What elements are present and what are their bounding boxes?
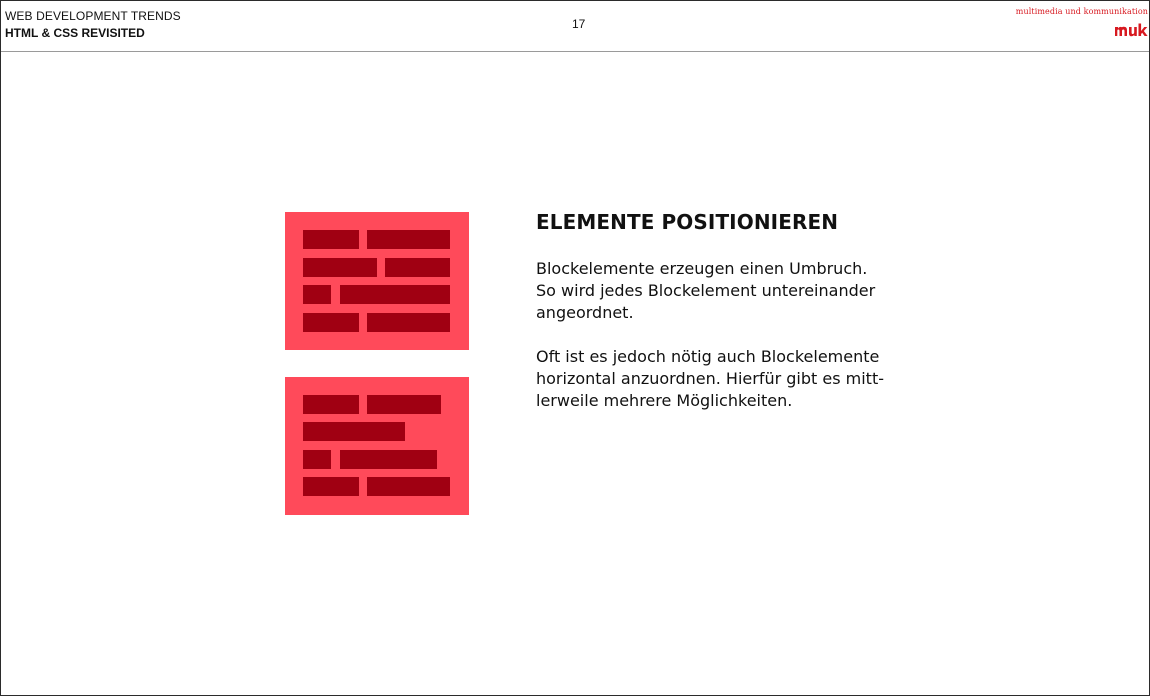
paragraph-line: So wird jedes Blockelement untereinander xyxy=(536,281,876,300)
block-bar xyxy=(367,313,450,332)
block-bar xyxy=(303,258,377,277)
block-bar xyxy=(303,422,405,441)
slide-heading: ELEMENTE POSITIONIEREN xyxy=(536,210,839,234)
block-bar xyxy=(303,285,331,304)
slide-header: WEB DEVELOPMENT TRENDS HTML & CSS REVISI… xyxy=(1,1,1149,52)
block-bar xyxy=(303,395,359,414)
intro-paragraph: Blockelemente erzeugen einen Umbruch. So… xyxy=(536,258,896,324)
paragraph-line: Blockelemente erzeugen einen Umbruch. xyxy=(536,259,868,278)
page-number: 17 xyxy=(572,17,586,31)
muk-logo-icon xyxy=(1114,22,1148,38)
paragraph-line: Oft ist es jedoch nötig auch Blockelemen… xyxy=(536,347,880,366)
horizontal-block-elements-icon xyxy=(285,377,469,515)
block-bar xyxy=(367,230,450,249)
stacked-block-elements-icon xyxy=(285,212,469,350)
content-area: ELEMENTE POSITIONIEREN Blockelemente erz… xyxy=(536,210,896,412)
paragraph-line: angeordnet. xyxy=(536,303,634,322)
paragraph-line: horizontal anzuordnen. Hierfür gibt es m… xyxy=(536,369,884,388)
block-bar xyxy=(303,230,359,249)
header-subtitle: HTML & CSS REVISITED xyxy=(5,26,145,40)
brand-tagline: multimedia und kommunikation xyxy=(1015,7,1148,16)
block-bar xyxy=(303,313,359,332)
block-bar xyxy=(340,285,450,304)
block-bar xyxy=(367,477,450,496)
block-bar xyxy=(303,477,359,496)
paragraph-line: lerweile mehrere Möglichkeiten. xyxy=(536,391,793,410)
block-bar xyxy=(340,450,437,469)
block-bar xyxy=(367,395,441,414)
header-title: WEB DEVELOPMENT TRENDS xyxy=(5,9,181,23)
block-bar xyxy=(385,258,450,277)
block-bar xyxy=(303,450,331,469)
secondary-paragraph: Oft ist es jedoch nötig auch Blockelemen… xyxy=(536,346,896,412)
